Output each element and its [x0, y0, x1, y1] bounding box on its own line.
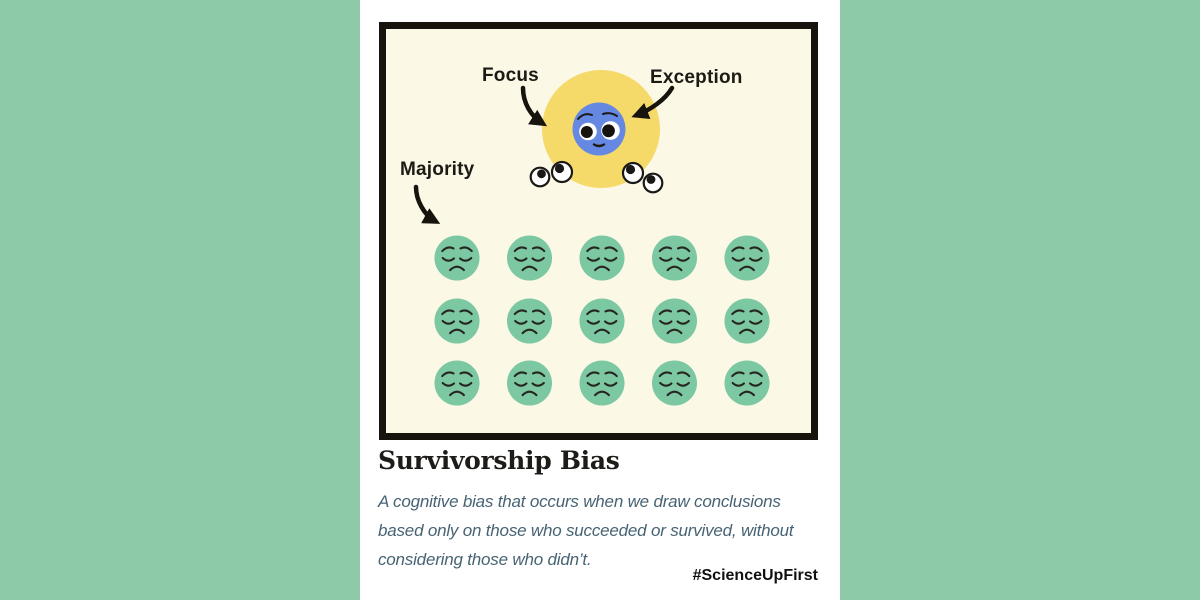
majority-faces-grid [433, 234, 771, 407]
description-line: considering those who didn’t. [378, 550, 592, 569]
sad-face-icon [723, 234, 771, 282]
sad-face-icon [505, 234, 554, 282]
sad-face-icon [505, 297, 554, 345]
exception-arrow-icon [631, 85, 675, 119]
description-text: A cognitive bias that occurs when we dra… [378, 487, 828, 574]
description-line: A cognitive bias that occurs when we dra… [378, 492, 781, 511]
sad-face-icon [578, 234, 626, 282]
focus-label: Focus [482, 65, 539, 86]
focus-arrow-icon [520, 85, 548, 127]
illustration-frame: Focus Exception Majority [379, 22, 818, 440]
sad-face-icon [650, 234, 699, 282]
exception-face-icon [572, 102, 626, 156]
sad-face-icon [723, 297, 771, 345]
sad-face-icon [433, 297, 481, 345]
sad-face-icon [650, 297, 699, 345]
infographic-card: Focus Exception Majority Survivorship Bi… [360, 0, 840, 600]
sad-face-icon [433, 359, 481, 407]
peeking-eyes-icon [529, 160, 664, 194]
description-line: based only on those who succeeded or sur… [378, 521, 794, 540]
sad-face-icon [723, 359, 771, 407]
page-title: Survivorship Bias [378, 446, 620, 475]
illustration-scene [413, 70, 771, 407]
sad-face-icon [578, 297, 626, 345]
hashtag-label: #ScienceUpFirst [692, 567, 818, 584]
majority-arrow-icon [413, 184, 441, 224]
sad-face-icon [578, 359, 626, 407]
sad-face-icon [505, 359, 554, 407]
majority-label: Majority [400, 159, 475, 180]
exception-label: Exception [650, 67, 743, 88]
sad-face-icon [433, 234, 481, 282]
sad-face-icon [650, 359, 699, 407]
